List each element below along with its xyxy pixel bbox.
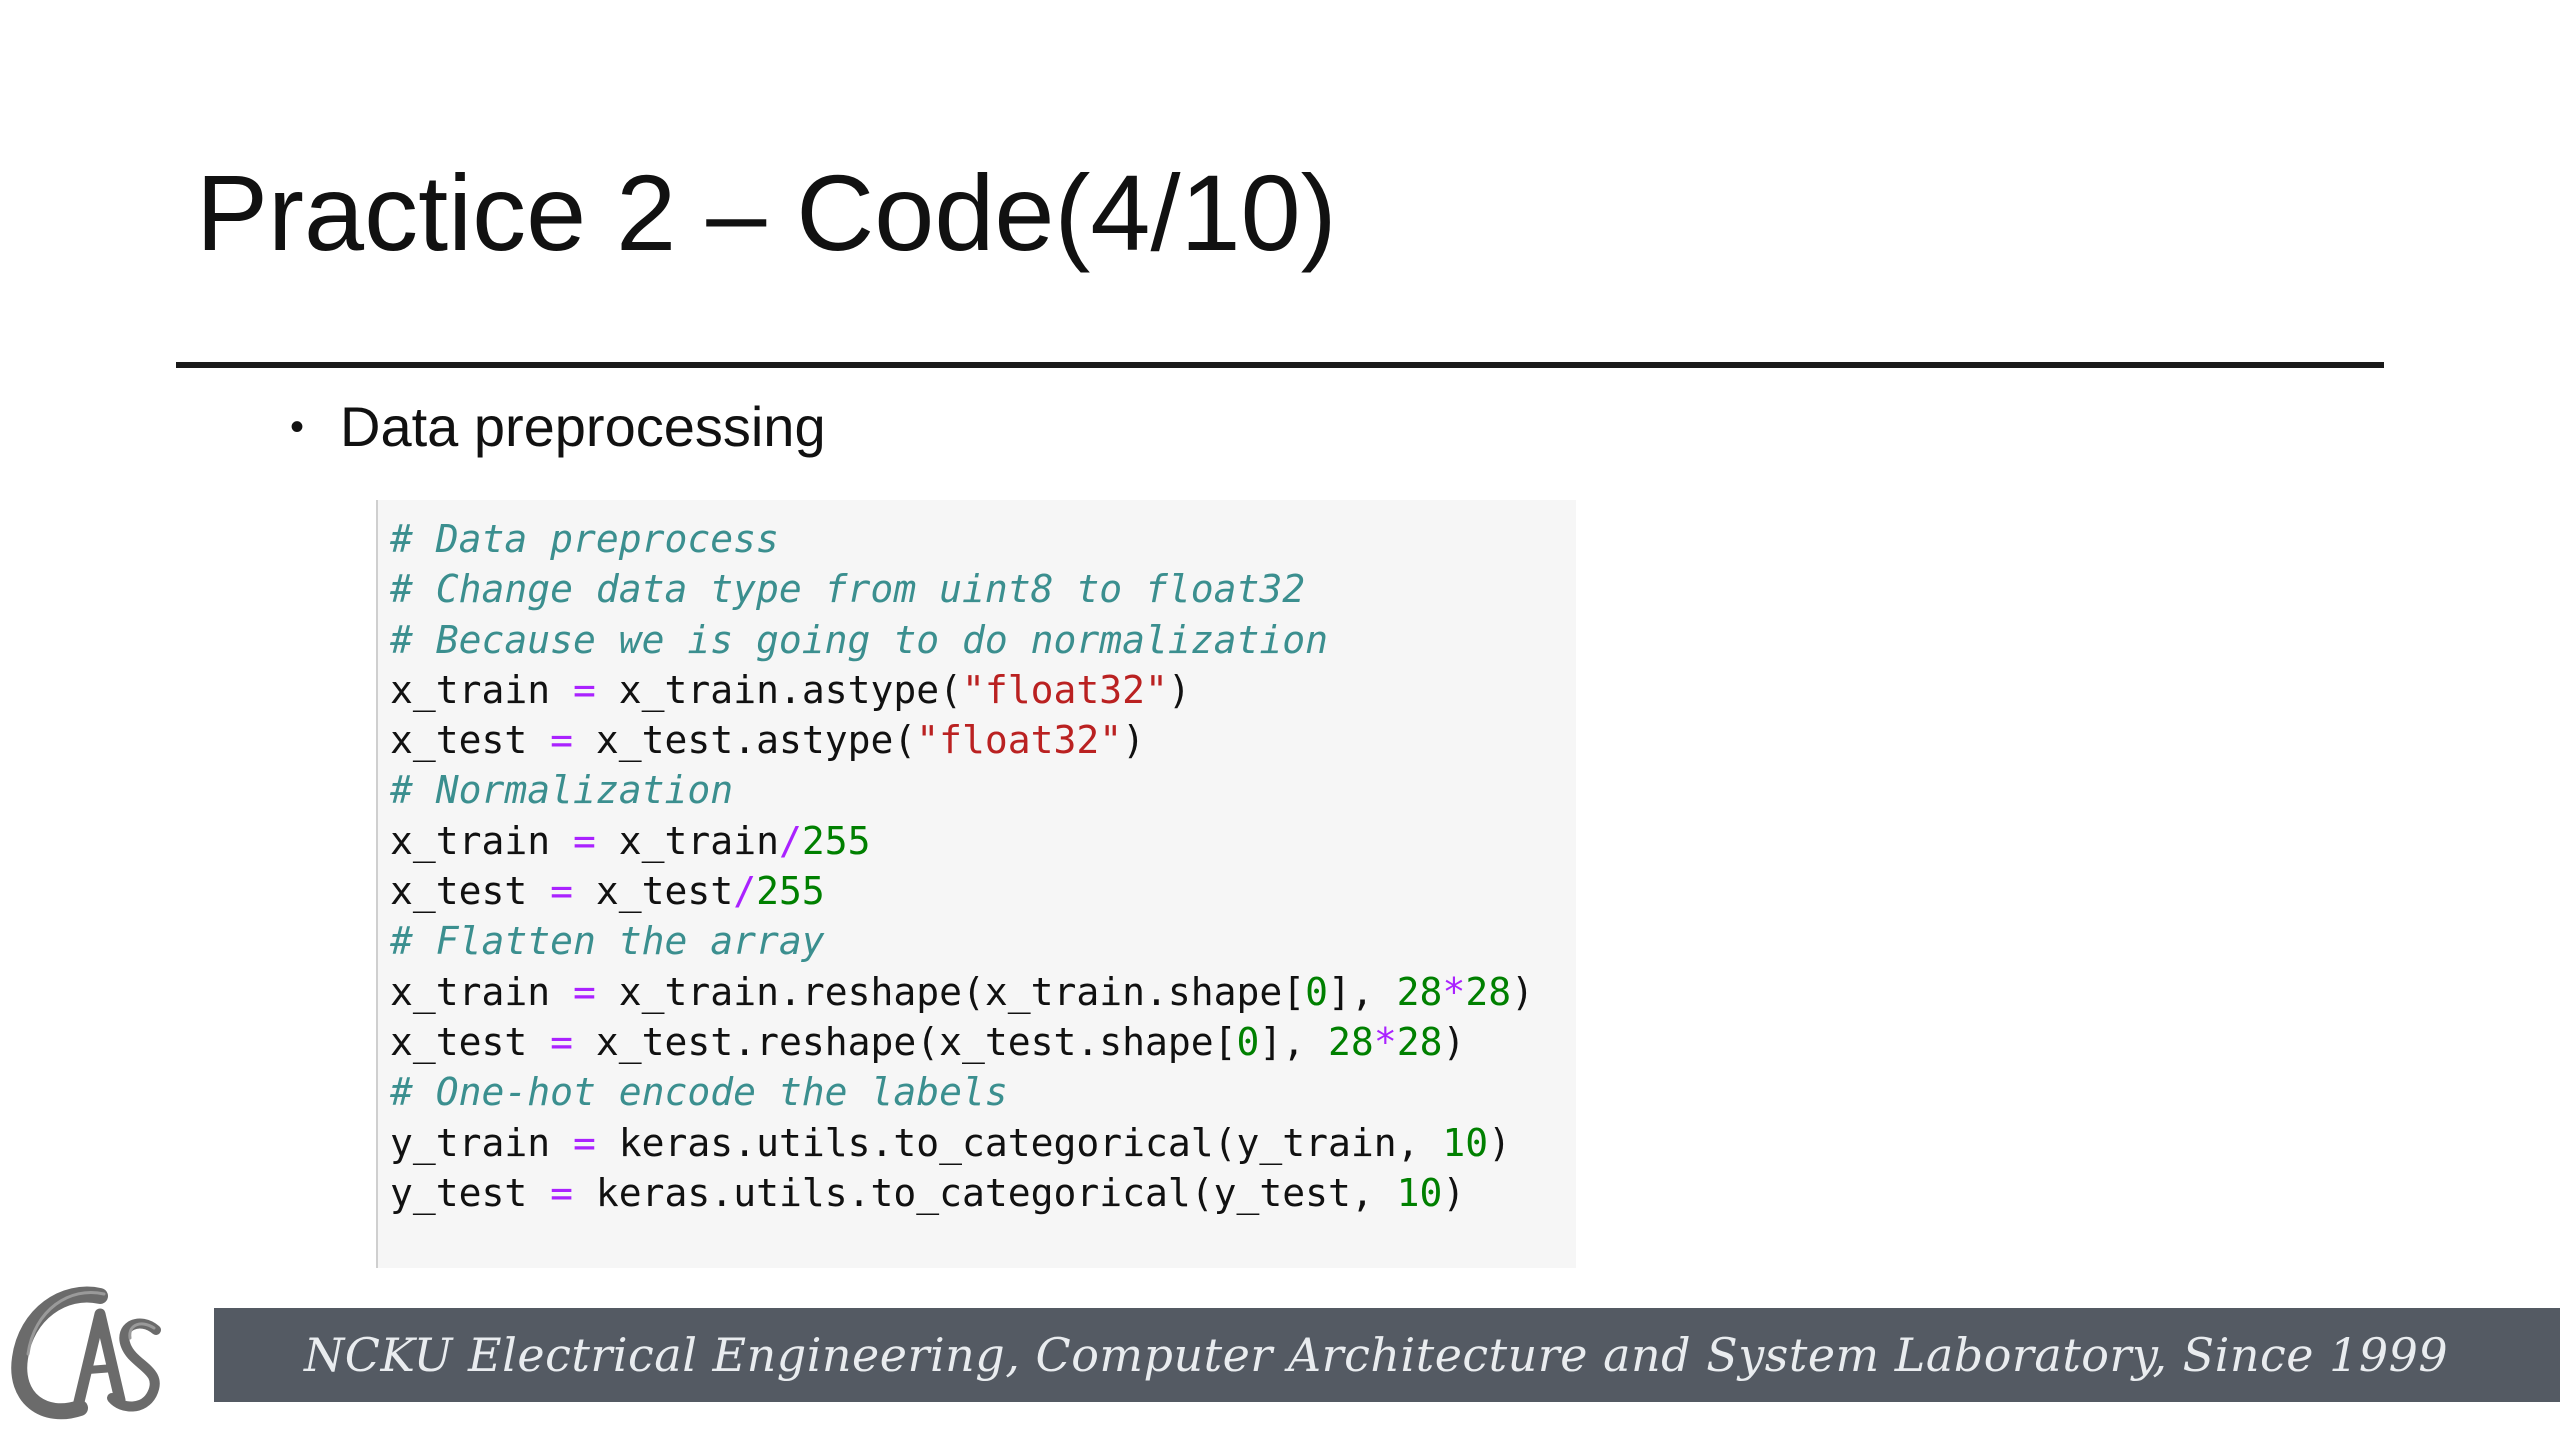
code-text: x_train bbox=[390, 969, 574, 1014]
bullet-text: Data preprocessing bbox=[340, 395, 826, 458]
title-divider bbox=[176, 362, 2384, 368]
code-text: x_train bbox=[390, 667, 574, 712]
code-operator: / bbox=[733, 869, 757, 914]
code-text: y_train bbox=[390, 1120, 574, 1165]
code-text: x_test.reshape(x_test.shape[ bbox=[573, 1019, 1237, 1064]
footer-text: NCKU Electrical Engineering, Computer Ar… bbox=[304, 1328, 2449, 1382]
code-line: # Change data type from uint8 to float32 bbox=[390, 564, 1576, 614]
code-operator: = bbox=[550, 718, 574, 763]
code-text: x_test bbox=[390, 869, 551, 914]
code-line: # Because we is going to do normalizatio… bbox=[390, 615, 1576, 665]
code-comment: # Change data type from uint8 to float32 bbox=[390, 567, 1306, 612]
code-text: keras.utils.to_categorical(y_train, bbox=[595, 1120, 1443, 1165]
code-line: # Normalization bbox=[390, 765, 1576, 815]
code-text: x_test.astype( bbox=[573, 718, 917, 763]
code-text: x_test bbox=[390, 1019, 551, 1064]
code-line: x_test = x_test.reshape(x_test.shape[0],… bbox=[390, 1017, 1576, 1067]
code-number: 255 bbox=[801, 818, 871, 863]
code-number: 28 bbox=[1465, 969, 1512, 1014]
code-text: x_train.reshape(x_train.shape[ bbox=[595, 969, 1306, 1014]
code-comment: # Because we is going to do normalizatio… bbox=[390, 617, 1328, 662]
code-line: x_train = x_train.astype("float32") bbox=[390, 665, 1576, 715]
code-comment: # Flatten the array bbox=[390, 919, 825, 964]
code-line: x_test = x_test.astype("float32") bbox=[390, 715, 1576, 765]
code-text: ) bbox=[1167, 667, 1191, 712]
code-text: ) bbox=[1488, 1120, 1512, 1165]
code-line: # One-hot encode the labels bbox=[390, 1067, 1576, 1117]
footer-band: NCKU Electrical Engineering, Computer Ar… bbox=[214, 1308, 2560, 1402]
cas-logo-icon bbox=[11, 1286, 161, 1420]
code-operator: = bbox=[550, 1019, 574, 1064]
code-operator: = bbox=[573, 1120, 596, 1165]
code-operator: / bbox=[778, 818, 802, 863]
code-line: y_train = keras.utils.to_categorical(y_t… bbox=[390, 1118, 1576, 1168]
code-block: # Data preprocess # Change data type from… bbox=[376, 500, 1576, 1268]
code-text: ) bbox=[1122, 718, 1146, 763]
code-operator: = bbox=[573, 969, 596, 1014]
code-operator: * bbox=[1373, 1019, 1397, 1064]
bullet-icon: • bbox=[290, 405, 305, 449]
code-operator: = bbox=[573, 667, 596, 712]
code-number: 255 bbox=[756, 869, 825, 914]
code-line: # Data preprocess bbox=[390, 514, 1576, 564]
code-operator: = bbox=[573, 818, 596, 863]
code-text: ) bbox=[1442, 1170, 1466, 1215]
code-text: x_test bbox=[390, 718, 551, 763]
code-text: ) bbox=[1442, 1019, 1466, 1064]
code-operator: * bbox=[1442, 969, 1466, 1014]
code-text: ], bbox=[1328, 969, 1397, 1014]
code-text: ) bbox=[1511, 969, 1534, 1014]
code-text: x_train bbox=[390, 818, 574, 863]
code-line: # Flatten the array bbox=[390, 916, 1576, 966]
code-text: x_train.astype( bbox=[595, 667, 962, 712]
code-text: x_test bbox=[573, 869, 734, 914]
code-string: "float32" bbox=[916, 718, 1123, 763]
code-text: keras.utils.to_categorical(y_test, bbox=[573, 1170, 1397, 1215]
code-operator: = bbox=[550, 869, 574, 914]
code-number: 0 bbox=[1236, 1019, 1260, 1064]
code-number: 28 bbox=[1396, 1019, 1443, 1064]
code-string: "float32" bbox=[961, 667, 1168, 712]
code-comment: # Data preprocess bbox=[390, 517, 779, 561]
code-text: ], bbox=[1259, 1019, 1329, 1064]
code-number: 28 bbox=[1396, 969, 1443, 1014]
code-number: 28 bbox=[1328, 1019, 1374, 1064]
bullet-item: • Data preprocessing bbox=[290, 392, 826, 462]
code-comment: # Normalization bbox=[390, 768, 734, 813]
slide-title: Practice 2 – Code(4/10) bbox=[196, 152, 1337, 273]
code-line: x_test = x_test/255 bbox=[390, 866, 1576, 916]
code-line: x_train = x_train.reshape(x_train.shape[… bbox=[390, 967, 1576, 1017]
code-number: 10 bbox=[1396, 1170, 1443, 1215]
code-number: 10 bbox=[1442, 1120, 1489, 1165]
code-comment: # One-hot encode the labels bbox=[390, 1070, 1008, 1115]
code-line: x_train = x_train/255 bbox=[390, 816, 1576, 866]
code-number: 0 bbox=[1305, 969, 1329, 1014]
code-line: y_test = keras.utils.to_categorical(y_te… bbox=[390, 1168, 1576, 1218]
code-operator: = bbox=[550, 1170, 574, 1215]
code-text: x_train bbox=[595, 818, 779, 863]
code-text: y_test bbox=[390, 1170, 551, 1215]
